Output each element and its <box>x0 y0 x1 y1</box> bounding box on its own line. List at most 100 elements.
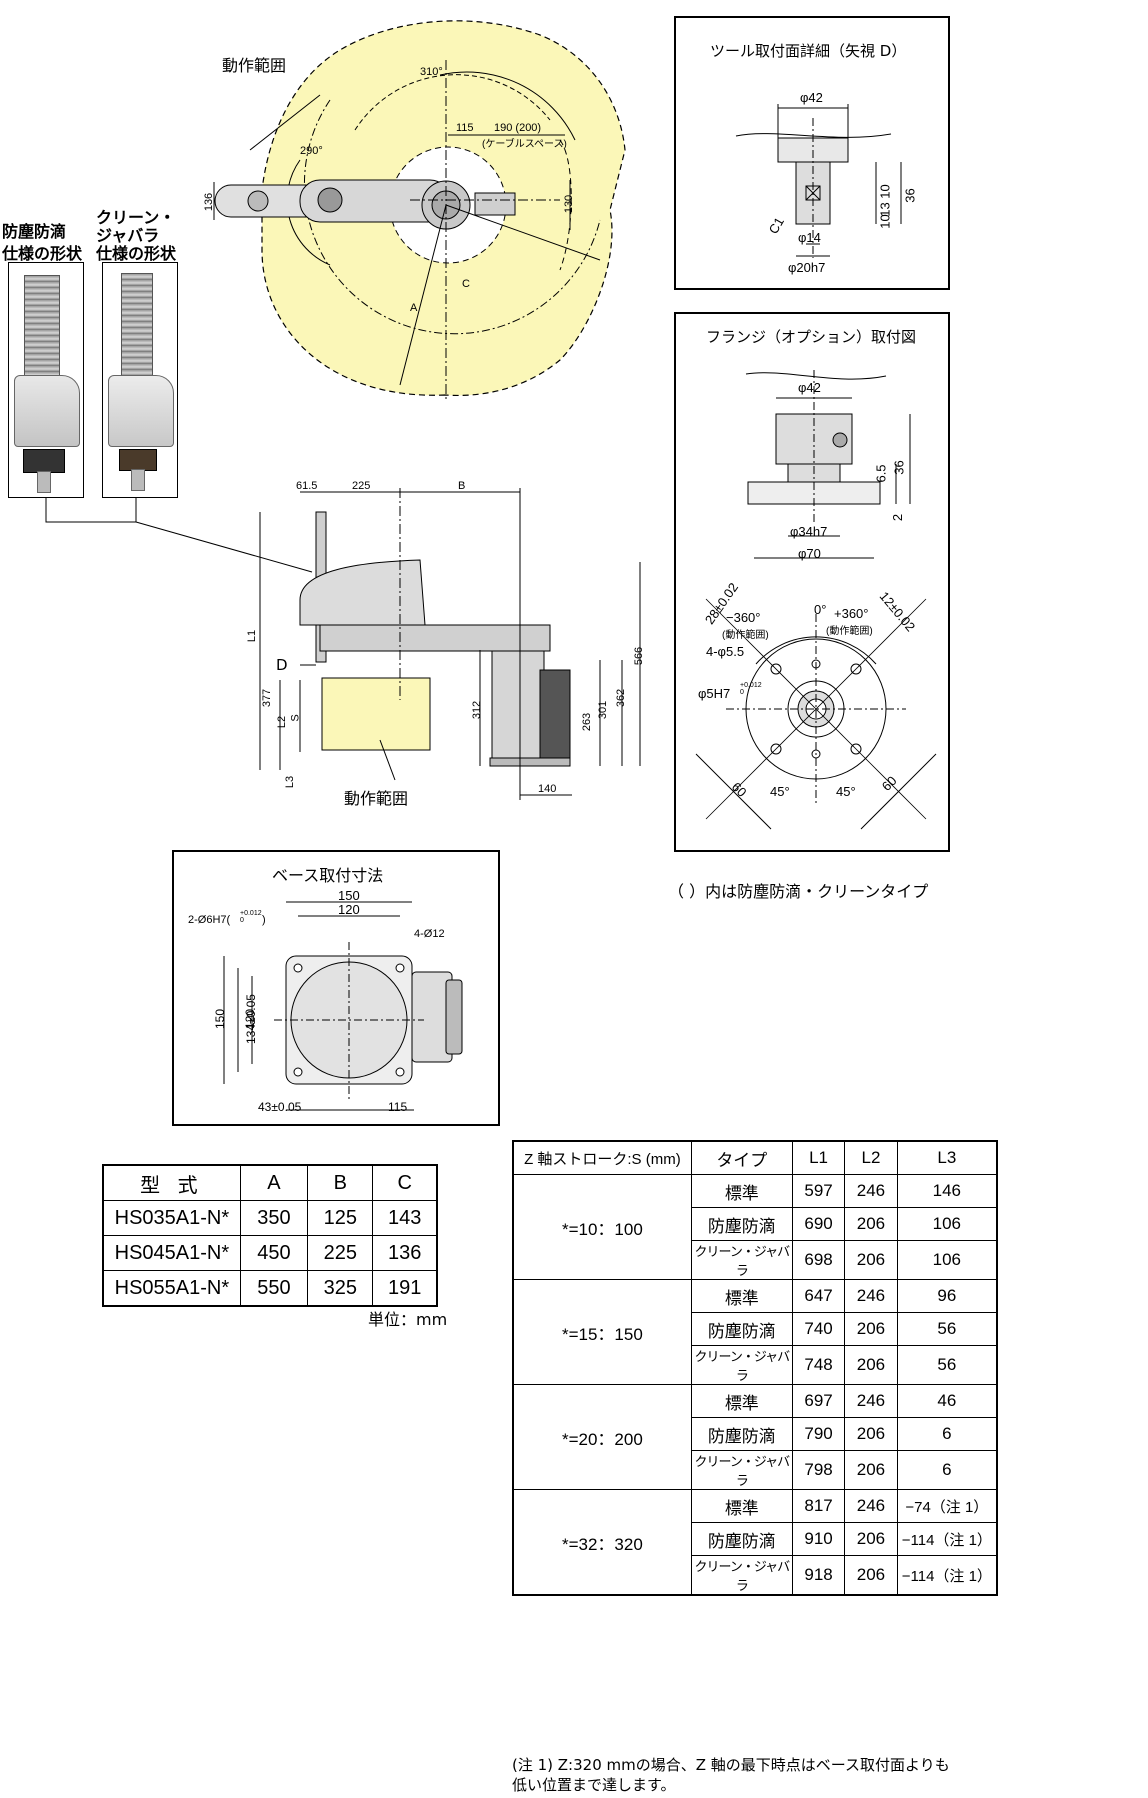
L1-cell: 698 <box>791 1240 846 1280</box>
dim-263: 263 <box>581 712 594 732</box>
type-cell: 防塵防滴 <box>690 1522 793 1556</box>
tool-phi20: φ20h7 <box>788 260 826 275</box>
L1-cell: 740 <box>791 1312 846 1346</box>
flange-holes: 4-φ5.5 <box>706 644 745 659</box>
type-cell: 標準 <box>690 1384 793 1418</box>
motion-range-label-top: 動作範囲 <box>222 56 287 75</box>
L2-cell: 206 <box>844 1240 898 1280</box>
flange-option-panel: フランジ（オプション）取付図 φ42 6.5 36 2 φ34h7 φ70 <box>674 312 950 852</box>
angle-310-label: 310° <box>420 66 443 78</box>
L3-cell: 96 <box>896 1279 998 1313</box>
tool-d36: 36 <box>902 188 918 203</box>
base-d115: 115 <box>388 1100 408 1114</box>
stroke-col-header: Z 軸ストローク:S (mm) <box>512 1140 692 1175</box>
L2-cell: 246 <box>844 1279 898 1313</box>
flange-range2: (動作範囲) <box>826 626 873 637</box>
L2-cell: 206 <box>844 1417 898 1451</box>
base-d43: 43±0.05 <box>258 1100 302 1114</box>
footnote-line1: (注 1) Z:320 mmの場合、Z 軸の最下時点はベース取付面よりも <box>512 1756 950 1774</box>
model-B: 325 <box>307 1270 374 1307</box>
L3-cell: 106 <box>896 1207 998 1241</box>
base-d150: 150 <box>338 888 360 903</box>
L3-cell: 6 <box>896 1450 998 1490</box>
dim-362: 362 <box>615 688 628 708</box>
clean-arm-image <box>108 375 174 447</box>
flange-d36: 36 <box>891 460 907 475</box>
model-table-header: 型 式 A B C <box>102 1164 438 1201</box>
model-A: 450 <box>239 1235 309 1271</box>
table-row: HS035A1-N* 350 125 143 <box>102 1200 438 1236</box>
tool-mount-title: ツール取付面詳細（矢視 D） <box>710 42 907 60</box>
flange-phi5-tol: +0.012 0 <box>740 682 762 696</box>
arrow-D-label: D <box>276 656 288 674</box>
type-cell: 防塵防滴 <box>690 1312 793 1346</box>
stroke-cell: *=10：100 <box>512 1174 692 1280</box>
paren-note: （ ）内は防塵防滴・クリーンタイプ <box>668 882 929 901</box>
L3-cell: 146 <box>896 1174 998 1208</box>
stroke-cell: *=32：320 <box>512 1489 692 1596</box>
model-col-C: C <box>372 1164 438 1201</box>
model-C: 143 <box>372 1200 438 1236</box>
base-drawing <box>223 901 463 1111</box>
table-row: *=10：100 標準 597 246 146 <box>512 1174 998 1280</box>
dim-L1: L1 <box>246 629 259 643</box>
L3-cell: 46 <box>896 1384 998 1418</box>
clean-flange-image <box>119 449 157 471</box>
base-holes1-end: ) <box>262 914 266 926</box>
dustproof-flange-image <box>23 449 65 473</box>
L1-cell: 647 <box>791 1279 846 1313</box>
flange-drawing <box>695 370 937 830</box>
dim-S: S <box>289 714 302 722</box>
model-B: 125 <box>307 1200 374 1236</box>
flange-d2: 2 <box>890 513 906 522</box>
type-cell: 防塵防滴 <box>690 1417 793 1451</box>
dustproof-photo-frame <box>8 262 84 498</box>
table-row: 防塵防滴 690 206 106 <box>513 1207 998 1241</box>
tool-phi42: φ42 <box>800 90 823 105</box>
table-row: 防塵防滴 740 206 56 <box>513 1312 998 1346</box>
L2-cell: 206 <box>844 1450 898 1490</box>
table-row: HS045A1-N* 450 225 136 <box>102 1235 438 1271</box>
type-col-header: タイプ <box>690 1140 793 1175</box>
base-title: ベース取付寸法 <box>272 866 384 885</box>
tool-d10: 10 <box>877 184 893 199</box>
L1-cell: 918 <box>791 1555 846 1596</box>
L1-cell: 690 <box>791 1207 846 1241</box>
dim-140: 140 <box>538 783 557 795</box>
variant-clean-line1: クリーン・ <box>96 208 176 227</box>
base-v150: 150 <box>213 1008 228 1030</box>
L3-col-header: L3 <box>896 1140 998 1175</box>
model-name: HS055A1-N* <box>102 1270 241 1307</box>
clean-bellows-image <box>121 273 153 387</box>
table-row: *=15：150 標準 647 246 96 <box>512 1279 998 1385</box>
model-B: 225 <box>307 1235 374 1271</box>
L1-cell: 597 <box>791 1174 846 1208</box>
base-holes2: 4-Ø12 <box>414 928 445 940</box>
model-table: 型 式 A B C HS035A1-N* 350 125 143 HS045A1… <box>102 1164 438 1307</box>
dim-377: 377 <box>261 688 274 708</box>
model-col-B: B <box>307 1164 374 1201</box>
dim-190-top: 190 (200) <box>494 122 542 134</box>
type-cell: クリーン・ジャバラ <box>690 1450 793 1490</box>
angle-290-label: 290° <box>300 145 323 157</box>
variant-clean-line2: ジャバラ <box>96 226 160 245</box>
table-row: *=32：320 標準 817 246 −74（注 1） <box>512 1489 998 1596</box>
flange-pos360: +360° <box>834 606 869 621</box>
footnote-line2: 低い位置まで達します。 <box>512 1776 676 1794</box>
table-row: *=20：200 標準 697 246 46 <box>512 1384 998 1490</box>
L2-cell: 246 <box>844 1384 898 1418</box>
L2-cell: 246 <box>844 1174 898 1208</box>
L1-cell: 748 <box>791 1345 846 1385</box>
L1-cell: 790 <box>791 1417 846 1451</box>
motion-range-label-side: 動作範囲 <box>344 789 409 808</box>
type-cell: 標準 <box>690 1489 793 1523</box>
variant-dustproof-line2: 仕様の形状 <box>2 244 83 263</box>
dim-566: 566 <box>633 646 646 666</box>
base-mounting-panel: ベース取付寸法 150 120 2-Ø6H7( +0.012 0 ) 4-Ø12… <box>172 850 500 1126</box>
table-row: 防塵防滴 910 206 −114（注 1） <box>513 1522 998 1556</box>
base-v120: 120 <box>243 1008 258 1030</box>
variant-clean-line3: 仕様の形状 <box>96 244 177 263</box>
L3-cell: 106 <box>896 1240 998 1280</box>
dim-L3: L3 <box>284 775 297 789</box>
flange-phi70: φ70 <box>798 546 821 561</box>
